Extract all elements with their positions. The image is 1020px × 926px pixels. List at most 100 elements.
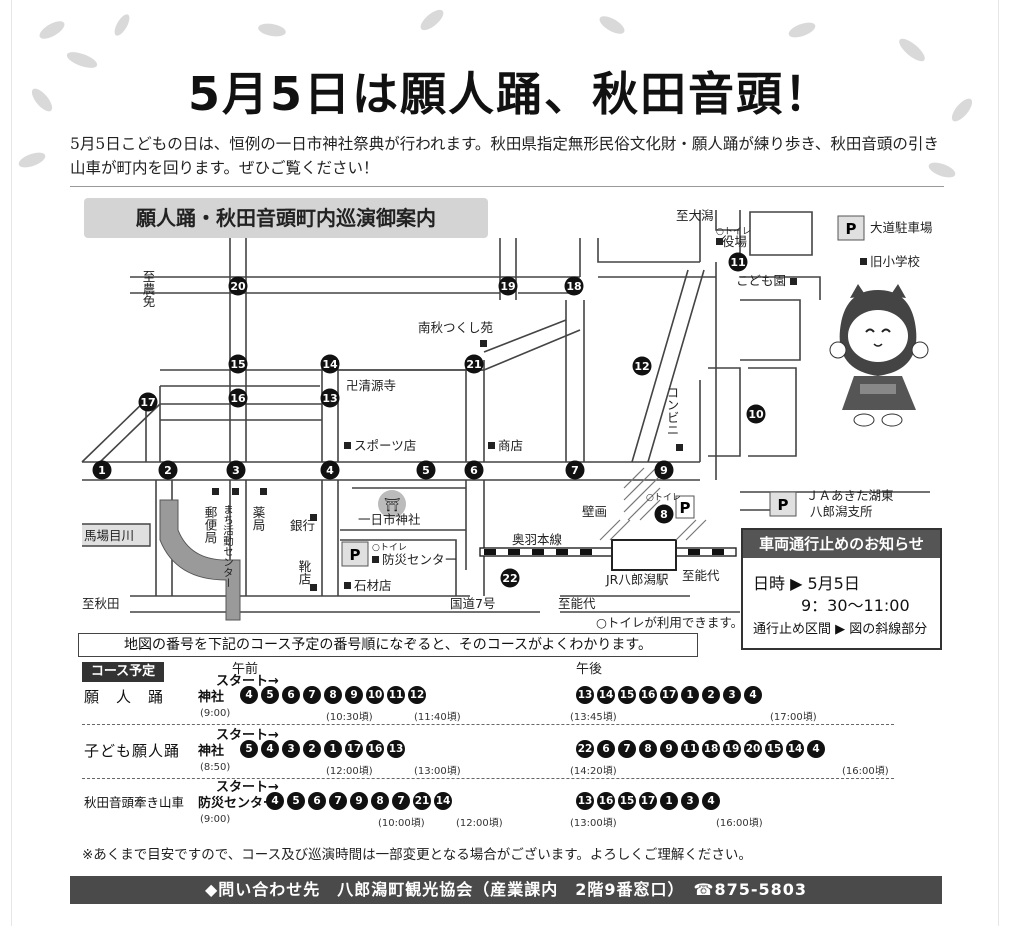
svg-text:P: P: [680, 499, 691, 517]
divider: [70, 186, 944, 187]
course-stop: 14: [597, 686, 615, 704]
route-hint: 地図の番号を下記のコース予定の番号順になぞると、そのコースがよくわかります。: [78, 633, 698, 657]
svg-text:馬場目川: 馬場目川: [84, 528, 134, 543]
route-marker-label: 17: [140, 396, 155, 409]
course-name: 願 人 踊: [84, 688, 165, 706]
course-stop: 16: [639, 686, 657, 704]
course-stop: 7: [329, 792, 347, 810]
time-start: (9:00): [200, 814, 231, 825]
closure-date: 日時 ▶ 5月5日: [753, 574, 860, 593]
course-name: 秋田音頭牽き山車: [84, 795, 185, 810]
route-marker-label: 7: [571, 464, 579, 477]
route-marker: [564, 276, 584, 296]
route-marker-label: 10: [748, 408, 764, 421]
time-pm: (14:20頃): [570, 766, 617, 777]
time-mid: (10:00頃): [378, 818, 425, 829]
route-marker: [498, 276, 518, 296]
route-marker-label: 21: [466, 358, 481, 371]
route-marker-label: 4: [326, 464, 334, 477]
course-stop: 13: [576, 686, 594, 704]
svg-text:コンビニ: コンビニ: [665, 386, 680, 436]
start-label: スタート→: [216, 780, 279, 795]
svg-text:南秋つくし苑: 南秋つくし苑: [418, 320, 494, 335]
course-stop: 7: [392, 792, 410, 810]
svg-text:こども園: こども園: [736, 273, 786, 288]
route-marker-label: 3: [232, 464, 240, 477]
time-pm: (13:45頃): [570, 712, 617, 723]
course-stop: 3: [681, 792, 699, 810]
svg-text:防災センター: 防災センター: [382, 552, 457, 567]
svg-text:薬局: 薬局: [251, 506, 266, 532]
course-origin: 防災センター: [198, 796, 277, 811]
closure-section: 通行止め区間 ▶ 図の斜線部分: [753, 622, 928, 637]
course-origin: 神社: [198, 690, 225, 705]
svg-text:P: P: [846, 220, 857, 238]
route-marker: [320, 388, 340, 408]
course-stop: 2: [303, 740, 321, 758]
svg-text:○トイレが利用できます。: ○トイレが利用できます。: [596, 615, 743, 630]
course-tag: コース予定: [82, 662, 164, 682]
svg-text:ＪＡあきた湖東: ＪＡあきた湖東: [806, 488, 894, 503]
time-mid: (12:00頃): [456, 818, 503, 829]
route-marker-label: 6: [470, 464, 478, 477]
course-stop: 5: [287, 792, 305, 810]
route-marker-label: 1: [98, 464, 106, 477]
svg-text:郵便局: 郵便局: [203, 506, 218, 544]
course-stop: 4: [807, 740, 825, 758]
route-marker: [228, 388, 248, 408]
time-start: (8:50): [200, 762, 231, 773]
route7-road: [130, 595, 740, 613]
route-marker: [92, 460, 112, 480]
route-marker-label: 5: [422, 464, 430, 477]
route-marker-label: 20: [230, 280, 246, 293]
route-marker: [416, 460, 436, 480]
course-stop: 22: [576, 740, 594, 758]
course-stop: 1: [660, 792, 678, 810]
route-marker-label: 22: [502, 572, 517, 585]
course-stop: 13: [387, 740, 405, 758]
route-marker-label: 15: [230, 358, 245, 371]
pm-label: 午後: [576, 662, 603, 677]
station-building: [611, 539, 677, 571]
course-name: 子ども願人踊: [84, 742, 181, 760]
svg-text:旧小学校: 旧小学校: [870, 254, 921, 269]
time-end: (16:00頃): [842, 766, 889, 777]
course-stop: 17: [345, 740, 363, 758]
svg-text:至能代: 至能代: [682, 568, 720, 583]
closure-time: 9：30〜11:00: [801, 596, 910, 615]
course-origin: 神社: [198, 744, 225, 759]
mascot-illustration: [829, 284, 929, 427]
course-stop: 1: [681, 686, 699, 704]
svg-text:○トイレ: ○トイレ: [646, 493, 681, 503]
start-label: スタート→: [216, 728, 279, 743]
svg-text:役場: 役場: [722, 234, 747, 249]
svg-text:○トイレ: ○トイレ: [372, 543, 407, 553]
course-stop: 18: [702, 740, 720, 758]
closure-notice-heading: 車両通行止めのお知らせ: [743, 530, 940, 558]
svg-text:⛩: ⛩: [384, 497, 401, 513]
svg-text:まち活動センター: まち活動センター: [222, 504, 234, 588]
svg-text:P: P: [778, 496, 789, 514]
route-marker-label: 12: [634, 360, 649, 373]
route-marker: [654, 504, 674, 524]
course-stop: 7: [618, 740, 636, 758]
svg-text:商店: 商店: [498, 438, 523, 453]
course-stop: 2: [702, 686, 720, 704]
course-stop: 16: [366, 740, 384, 758]
route-marker: [464, 460, 484, 480]
course-stop: 17: [639, 792, 657, 810]
course-stop: 5: [261, 686, 279, 704]
contact-bar: ◆問い合わせ先 八郎潟町観光協会（産業課内 2階9番窓口） ☎875-5803: [70, 876, 942, 904]
route-marker: [320, 354, 340, 374]
shrine-marker: [378, 490, 406, 518]
time-mid: (11:40頃): [414, 712, 461, 723]
course-stop: 11: [387, 686, 405, 704]
route-marker-label: 19: [500, 280, 515, 293]
course-stop: 14: [434, 792, 452, 810]
page-background: [12, 0, 998, 926]
course-stop: 3: [282, 740, 300, 758]
